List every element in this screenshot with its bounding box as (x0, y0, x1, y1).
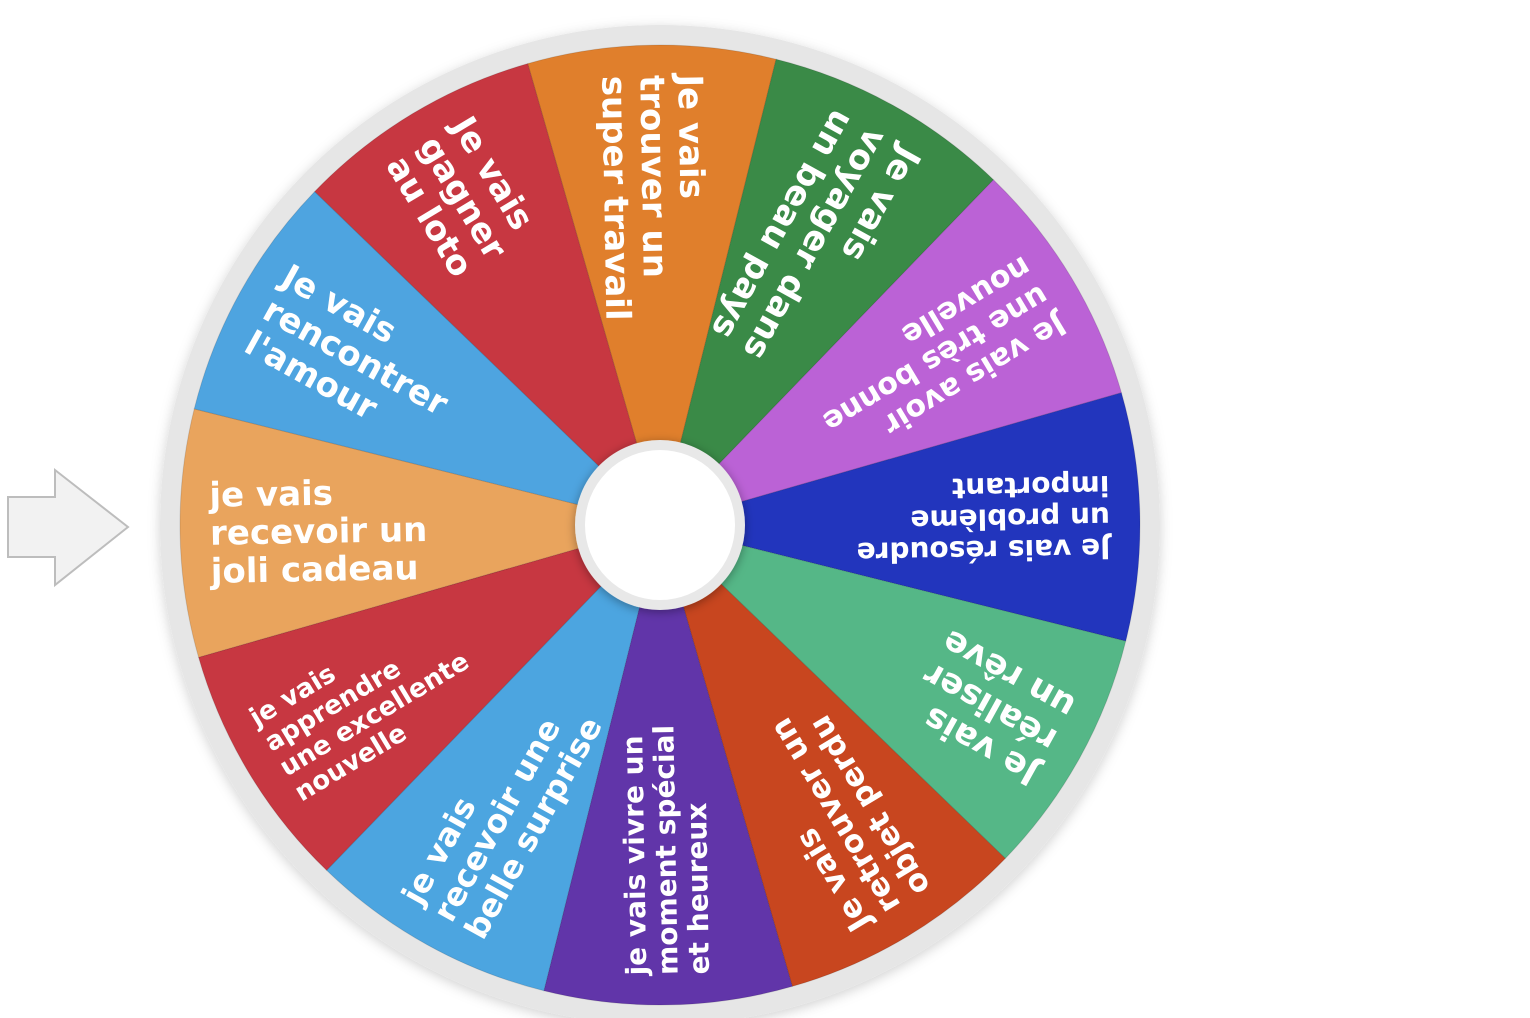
wheel-segment (179, 408, 662, 658)
wheel-segment (659, 523, 1006, 988)
wheel-segment (658, 179, 1123, 526)
wheel-segment (659, 58, 995, 527)
wheel-segment (543, 523, 793, 1006)
wheel-segment-label: je vais vivre unmoment spécialet heureux (616, 724, 716, 977)
wheel-segment (658, 524, 1127, 860)
wheel-segment (527, 44, 777, 527)
wheel-segment (658, 392, 1141, 642)
wheel-segment-label: Je vais résoudreun problèmeimportant (855, 469, 1112, 569)
wheel-hub[interactable] (575, 440, 745, 610)
arrow-right-icon (7, 467, 130, 588)
wheel-segment-label: Je vaistrouver unsuper travail (593, 72, 713, 321)
wheel-segment (314, 62, 661, 527)
wheel-segment (193, 190, 662, 526)
wheel-segment (325, 523, 661, 992)
wheel-segment-label: je vaisrecevoir unjoli cadeau (207, 472, 428, 592)
wheel-segment (197, 524, 662, 871)
